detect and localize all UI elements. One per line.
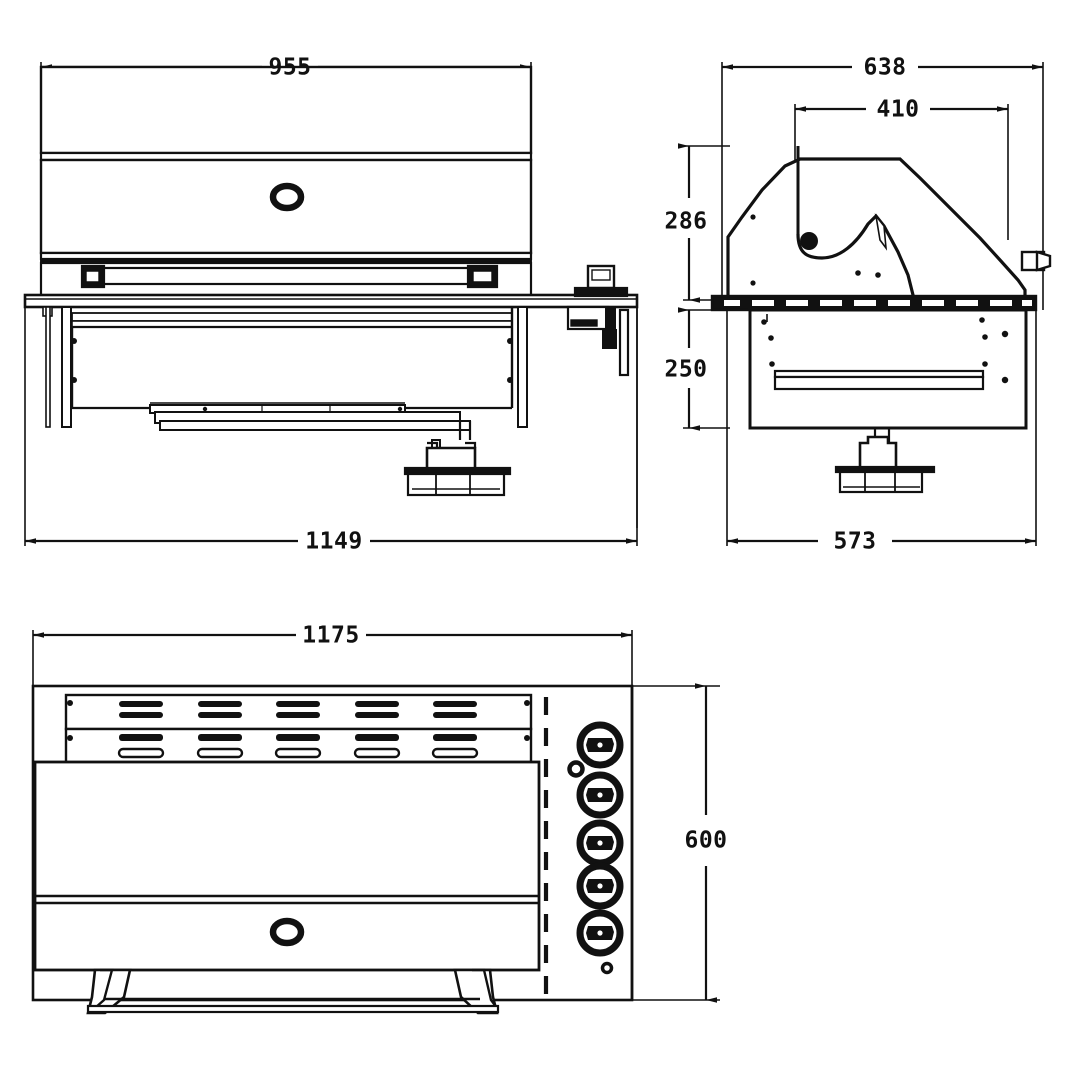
- front-handle-rail: [39, 258, 533, 300]
- plan-control-panel: [567, 686, 634, 1000]
- front-1149-witness-lines: [24, 307, 638, 546]
- side-elevation-view: [678, 62, 1052, 546]
- front-elevation-view: [23, 62, 639, 546]
- burner-port-icon: [269, 182, 305, 212]
- plan-cooktop-panel: [33, 760, 541, 972]
- front-right-leg: [517, 306, 528, 428]
- side-573-witness-lines: [726, 310, 1037, 546]
- front-cabinet-body: [70, 307, 514, 410]
- dim-label-600: 600: [684, 828, 727, 854]
- indicator-lights: [567, 760, 614, 975]
- dim-label-1149: 1149: [305, 529, 362, 555]
- control-knobs[interactable]: [576, 721, 624, 957]
- front-left-leg: [42, 306, 72, 428]
- control-knob-4[interactable]: [576, 862, 624, 910]
- dim-label-955: 955: [268, 55, 311, 81]
- dimension-labels: 955 1149 638 410 286 250 573 1175 600: [268, 55, 919, 854]
- plan-feet-brackets: [86, 968, 500, 1015]
- side-worktop-band: [710, 294, 1038, 312]
- vent-slots: [119, 701, 477, 741]
- front-regulator-group: [566, 264, 638, 528]
- dim-label-638: 638: [863, 55, 906, 81]
- control-knob-1[interactable]: [576, 721, 624, 769]
- front-worktop-slab: [23, 293, 639, 309]
- dim-label-1175: 1175: [302, 623, 359, 649]
- dim-label-410: 410: [876, 97, 919, 123]
- dim-label-286: 286: [664, 209, 707, 235]
- front-drain-stub: [403, 439, 512, 497]
- side-oven-chamber: [748, 308, 1028, 430]
- dim-label-250: 250: [664, 357, 707, 383]
- control-knob-3[interactable]: [576, 819, 624, 867]
- dim-286: [678, 143, 730, 303]
- front-hood-body: [39, 65, 533, 261]
- control-knob-5[interactable]: [576, 909, 624, 957]
- plan-view: [31, 630, 720, 1015]
- worktop-hatch-dashes: [724, 300, 1032, 306]
- vent-slots-outline: [117, 747, 479, 759]
- side-drain-stub: [834, 428, 936, 494]
- plan-vent-strip: [64, 693, 533, 766]
- front-drip-tray-assembly: [149, 402, 472, 440]
- side-upper-profile: [726, 146, 1052, 302]
- control-knob-2[interactable]: [576, 771, 624, 819]
- dim-label-573: 573: [833, 529, 876, 555]
